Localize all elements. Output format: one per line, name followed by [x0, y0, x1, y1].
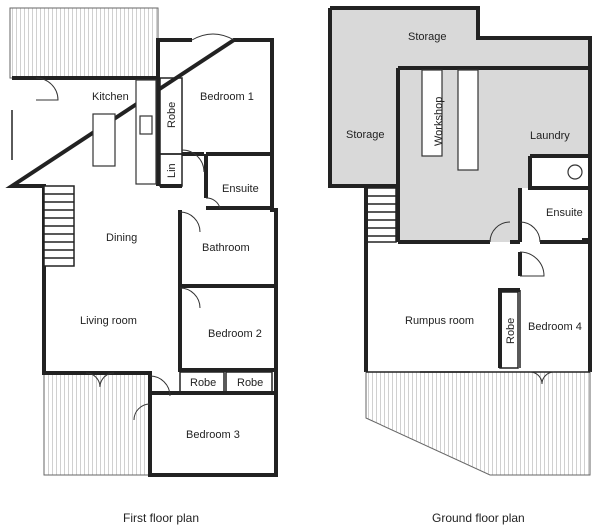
- label-lin: Lin: [166, 163, 178, 178]
- first-floor-plan: Kitchen Robe Lin Bedroom 1 Ensuite Dinin…: [5, 7, 278, 525]
- deck-top-left: [9, 7, 159, 79]
- label-rumpus-room: Rumpus room: [405, 315, 474, 327]
- workshop-bench-right: [457, 69, 479, 171]
- caption-ground-floor: Ground floor plan: [432, 511, 525, 525]
- label-storage-left: Storage: [346, 129, 385, 141]
- label-bedroom-2: Bedroom 2: [208, 328, 262, 340]
- label-bedroom-3: Bedroom 3: [186, 429, 240, 441]
- laundry-tub: [567, 164, 583, 180]
- label-ensuite-first: Ensuite: [222, 183, 259, 195]
- label-kitchen: Kitchen: [92, 91, 129, 103]
- label-robe-b: Robe: [237, 377, 263, 389]
- kitchen-sink: [139, 115, 153, 135]
- label-workshop: Workshop: [433, 97, 445, 146]
- deck-ground: [365, 371, 591, 476]
- ground-floor-plan: Storage Storage Workshop Laundry Ensuite…: [328, 6, 592, 525]
- caption-first-floor: First floor plan: [123, 511, 199, 525]
- deck-bottom-left: [43, 372, 151, 476]
- kitchen-island: [92, 113, 116, 167]
- label-storage-top: Storage: [408, 31, 447, 43]
- label-robe-ground: Robe: [505, 318, 517, 344]
- label-living-room: Living room: [80, 315, 137, 327]
- label-bedroom-1: Bedroom 1: [200, 91, 254, 103]
- first-floor-stairs: [43, 185, 75, 267]
- label-robe-kitchen: Robe: [166, 102, 178, 128]
- label-robe-a: Robe: [190, 377, 216, 389]
- label-bedroom-4: Bedroom 4: [528, 321, 582, 333]
- ground-floor-stairs: [365, 187, 397, 243]
- label-laundry: Laundry: [530, 130, 570, 142]
- label-bathroom: Bathroom: [202, 242, 250, 254]
- label-dining: Dining: [106, 232, 137, 244]
- workshop-bench-left: [421, 69, 443, 157]
- label-ensuite-ground: Ensuite: [546, 207, 583, 219]
